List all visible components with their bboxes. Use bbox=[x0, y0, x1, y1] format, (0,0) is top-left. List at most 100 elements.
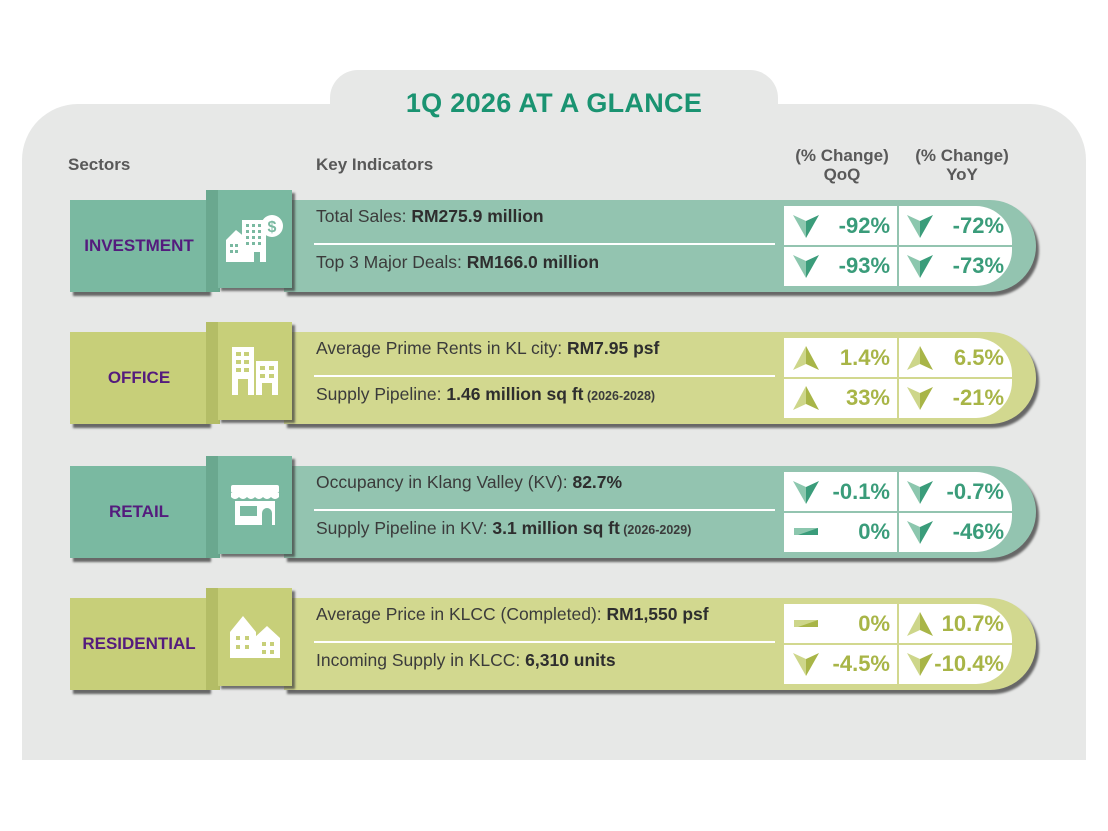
indicator-value: 82.7% bbox=[572, 472, 623, 492]
qoq-value: -0.1% bbox=[832, 479, 890, 504]
sector-label-residential: RESIDENTIAL bbox=[70, 598, 208, 690]
indicator-divider bbox=[314, 243, 775, 245]
indicator-2: Supply Pipeline in KV: 3.1 million sq ft… bbox=[316, 518, 691, 539]
building-dollar-icon: $ bbox=[224, 212, 286, 266]
qoq-change-1: 1.4% bbox=[784, 338, 898, 378]
indicator-1: Occupancy in Klang Valley (KV): 82.7% bbox=[316, 472, 622, 493]
yoy-value: -21% bbox=[952, 385, 1004, 410]
sector-icon-box bbox=[218, 588, 292, 686]
up-arrow-icon bbox=[793, 386, 819, 410]
indicator-2: Supply Pipeline: 1.46 million sq ft (202… bbox=[316, 384, 655, 405]
indicator-note: (2026-2029) bbox=[619, 523, 692, 537]
change-table: -0.1% -0.7% 0% -46% bbox=[784, 472, 1012, 552]
yoy-change-2: -46% bbox=[898, 512, 1012, 552]
indicator-label: Average Price in KLCC (Completed): bbox=[316, 604, 607, 624]
qoq-change-1: -92% bbox=[784, 206, 898, 246]
qoq-value: 33% bbox=[845, 385, 890, 410]
header-key-indicators: Key Indicators bbox=[316, 155, 434, 174]
header-qoq-line1: (% Change) bbox=[795, 146, 889, 165]
indicator-label: Supply Pipeline: bbox=[316, 384, 447, 404]
indicator-value: RM166.0 million bbox=[466, 252, 600, 272]
indicator-label: Incoming Supply in KLCC: bbox=[316, 650, 526, 670]
qoq-change-2: 0% bbox=[784, 512, 898, 552]
indicator-value: 1.46 million sq ft bbox=[446, 384, 584, 404]
indicator-note: (2026-2028) bbox=[583, 389, 656, 403]
qoq-change-2: -4.5% bbox=[784, 644, 898, 684]
sector-label-retail: RETAIL bbox=[70, 466, 208, 558]
yoy-change-2: -73% bbox=[898, 246, 1012, 286]
sector-icon-box: $ bbox=[218, 190, 292, 288]
indicator-label: Average Prime Rents in KL city: bbox=[316, 338, 567, 358]
indicator-1: Average Prime Rents in KL city: RM7.95 p… bbox=[316, 338, 659, 359]
sector-label-investment: INVESTMENT bbox=[70, 200, 208, 292]
indicator-label: Occupancy in Klang Valley (KV): bbox=[316, 472, 573, 492]
ribbon-fold bbox=[206, 588, 220, 690]
yoy-change-1: 6.5% bbox=[898, 338, 1012, 378]
down-arrow-icon bbox=[793, 255, 819, 278]
header-yoy-line1: (% Change) bbox=[915, 146, 1009, 165]
yoy-value: 10.7% bbox=[941, 611, 1004, 636]
up-arrow-icon bbox=[907, 346, 933, 370]
down-arrow-icon bbox=[907, 521, 933, 544]
houses-icon bbox=[228, 614, 282, 660]
indicator-1: Total Sales: RM275.9 million bbox=[316, 206, 544, 227]
svg-text:$: $ bbox=[268, 219, 277, 236]
qoq-change-2: 33% bbox=[784, 378, 898, 418]
sector-row-residential: RESIDENTIAL Average Price in KLCC (Compl… bbox=[0, 588, 1108, 694]
header-yoy: (% Change) YoY bbox=[902, 146, 1022, 184]
qoq-value: -93% bbox=[838, 253, 890, 278]
qoq-value: -92% bbox=[838, 213, 890, 238]
down-arrow-icon bbox=[907, 215, 933, 238]
down-arrow-icon bbox=[793, 481, 819, 504]
yoy-value: -72% bbox=[952, 213, 1004, 238]
indicator-value: 3.1 million sq ft bbox=[492, 518, 620, 538]
change-table: 1.4% 6.5% 33% -21% bbox=[784, 338, 1012, 418]
up-arrow-icon bbox=[793, 346, 819, 370]
indicator-value: RM7.95 psf bbox=[566, 338, 660, 358]
sector-row-office: OFFICE Average Prime Rents in KL city: R… bbox=[0, 322, 1108, 428]
yoy-value: -0.7% bbox=[946, 479, 1004, 504]
office-buildings-icon bbox=[230, 345, 280, 397]
yoy-change-1: -72% bbox=[898, 206, 1012, 246]
ribbon-fold bbox=[206, 190, 220, 292]
yoy-change-2: -21% bbox=[898, 378, 1012, 418]
yoy-change-2: -10.4% bbox=[898, 644, 1012, 684]
down-arrow-icon bbox=[907, 387, 933, 410]
header-sectors: Sectors bbox=[68, 155, 131, 174]
qoq-value: 1.4% bbox=[839, 345, 890, 370]
down-arrow-icon bbox=[793, 215, 819, 238]
cell-divider-horizontal bbox=[784, 643, 1012, 645]
yoy-change-1: 10.7% bbox=[898, 604, 1012, 644]
indicator-value: 6,310 units bbox=[525, 650, 616, 670]
indicator-2: Top 3 Major Deals: RM166.0 million bbox=[316, 252, 599, 273]
indicator-label: Supply Pipeline in KV: bbox=[316, 518, 493, 538]
qoq-value: 0% bbox=[858, 519, 890, 544]
yoy-value: -10.4% bbox=[934, 651, 1004, 676]
indicator-value: RM275.9 million bbox=[411, 206, 544, 226]
yoy-change-1: -0.7% bbox=[898, 472, 1012, 512]
indicator-1: Average Price in KLCC (Completed): RM1,5… bbox=[316, 604, 709, 625]
qoq-value: -4.5% bbox=[832, 651, 890, 676]
sector-icon-box bbox=[218, 456, 292, 554]
qoq-change-1: 0% bbox=[784, 604, 898, 644]
down-arrow-icon bbox=[907, 255, 933, 278]
qoq-change-2: -93% bbox=[784, 246, 898, 286]
yoy-value: -73% bbox=[952, 253, 1004, 278]
qoq-change-1: -0.1% bbox=[784, 472, 898, 512]
up-arrow-icon bbox=[907, 612, 933, 636]
flat-dash-icon bbox=[794, 620, 818, 627]
page-title: 1Q 2026 AT A GLANCE bbox=[405, 88, 703, 118]
header-yoy-line2: YoY bbox=[946, 165, 978, 184]
cell-divider-horizontal bbox=[784, 245, 1012, 247]
ribbon-fold bbox=[206, 456, 220, 558]
yoy-value: -46% bbox=[952, 519, 1004, 544]
ribbon-fold bbox=[206, 322, 220, 424]
change-table: 0% 10.7% -4.5% -10.4% bbox=[784, 604, 1012, 684]
sector-label-office: OFFICE bbox=[70, 332, 208, 424]
change-table: -92% -72% -93% -73% bbox=[784, 206, 1012, 286]
indicator-label: Total Sales: bbox=[316, 206, 412, 226]
cell-divider-horizontal bbox=[784, 377, 1012, 379]
down-arrow-icon bbox=[793, 653, 819, 676]
indicator-divider bbox=[314, 375, 775, 377]
indicator-label: Top 3 Major Deals: bbox=[316, 252, 467, 272]
